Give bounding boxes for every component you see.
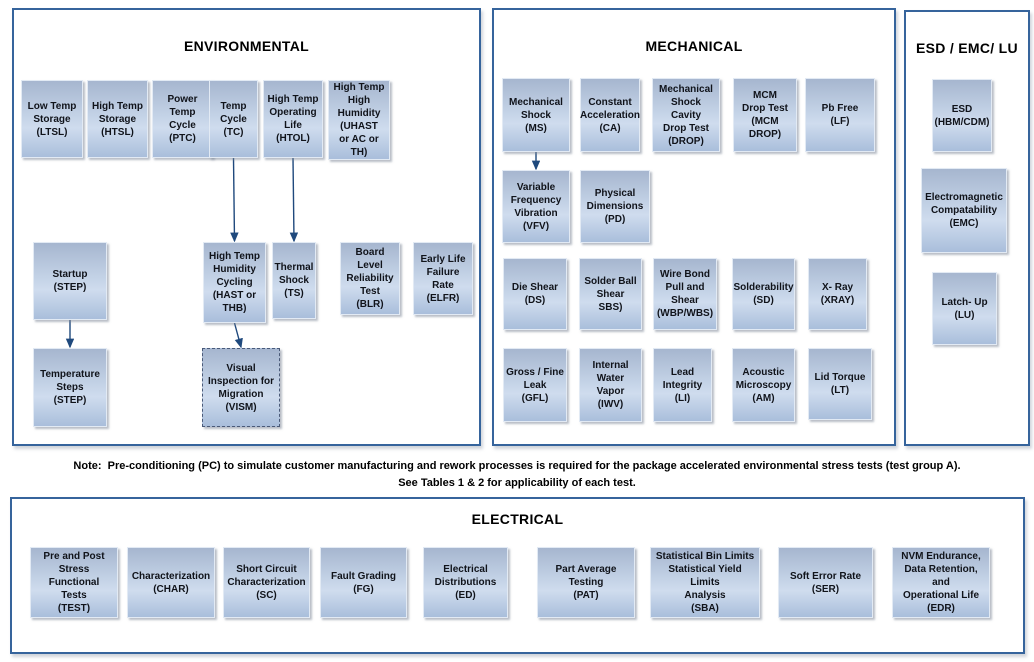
test-box-hast_thb: High Temp Humidity Cycling (HAST or THB) [203, 242, 266, 323]
test-box-fg: Fault Grading (FG) [320, 547, 407, 618]
test-box-ptc: Power Temp Cycle (PTC) [152, 80, 213, 158]
test-box-ca: Constant Acceleration (CA) [580, 78, 640, 152]
test-box-ltsl: Low Temp Storage (LTSL) [21, 80, 83, 158]
test-box-am: Acoustic Microscopy (AM) [732, 348, 795, 422]
section-title-environmental: ENVIRONMENTAL [184, 38, 309, 54]
test-box-ed: Electrical Distributions (ED) [423, 547, 508, 618]
test-box-esd: ESD (HBM/CDM) [932, 79, 992, 152]
test-box-drop: Mechanical Shock Cavity Drop Test (DROP) [652, 78, 720, 152]
test-box-vfv: Variable Frequency Vibration (VFV) [502, 170, 570, 243]
test-box-elfr: Early Life Failure Rate (ELFR) [413, 242, 473, 315]
test-box-startup: Startup (STEP) [33, 242, 107, 320]
test-box-ms: Mechanical Shock (MS) [502, 78, 570, 152]
test-box-htol: High Temp Operating Life (HTOL) [263, 80, 323, 158]
section-title-esd-emc-lu: ESD / EMC/ LU [916, 40, 1018, 56]
test-box-ts: Thermal Shock (TS) [272, 242, 316, 319]
test-box-emc: Electromagnetic Compatability (EMC) [921, 168, 1007, 253]
test-box-ser: Soft Error Rate (SER) [778, 547, 873, 618]
test-box-char: Characterization (CHAR) [127, 547, 215, 618]
test-box-edr: NVM Endurance, Data Retention, and Opera… [892, 547, 990, 618]
test-box-blr: Board Level Reliability Test (BLR) [340, 242, 400, 315]
test-box-iwv: Internal Water Vapor (IWV) [579, 348, 642, 422]
test-box-gfl: Gross / Fine Leak (GFL) [503, 348, 567, 422]
test-box-lt: Lid Torque (LT) [808, 348, 872, 420]
test-box-test: Pre and Post Stress Functional Tests (TE… [30, 547, 118, 618]
test-box-lu: Latch- Up (LU) [932, 272, 997, 345]
test-box-temp_steps: Temperature Steps (STEP) [33, 348, 107, 427]
note-text: Note: Pre-conditioning (PC) to simulate … [0, 458, 1034, 491]
test-box-htsl: High Temp Storage (HTSL) [87, 80, 148, 158]
test-box-lf: Pb Free (LF) [805, 78, 875, 152]
section-title-mechanical: MECHANICAL [645, 38, 743, 54]
test-box-sc: Short Circuit Characterization (SC) [223, 547, 310, 618]
test-box-pat: Part Average Testing (PAT) [537, 547, 635, 618]
test-box-uhast: High Temp High Humidity (UHAST or AC or … [328, 80, 390, 160]
test-box-li: Lead Integrity (LI) [653, 348, 712, 422]
test-box-wbp_wbs: Wire Bond Pull and Shear (WBP/WBS) [653, 258, 717, 330]
test-box-xray: X- Ray (XRAY) [808, 258, 867, 330]
note-line-2: See Tables 1 & 2 for applicability of ea… [398, 476, 636, 489]
test-box-sba: Statistical Bin Limits Statistical Yield… [650, 547, 760, 618]
section-title-electrical: ELECTRICAL [471, 511, 564, 527]
test-box-vism: Visual Inspection for Migration (VISM) [202, 348, 280, 427]
test-box-tc: Temp Cycle (TC) [209, 80, 258, 158]
test-box-sd: Solderability (SD) [732, 258, 795, 330]
test-box-pd: Physical Dimensions (PD) [580, 170, 650, 243]
test-box-ds: Die Shear (DS) [503, 258, 567, 330]
test-box-sbs: Solder Ball Shear SBS) [579, 258, 642, 330]
test-box-mcm_drop: MCM Drop Test (MCM DROP) [733, 78, 797, 152]
note-line-1: Note: Pre-conditioning (PC) to simulate … [73, 460, 961, 472]
